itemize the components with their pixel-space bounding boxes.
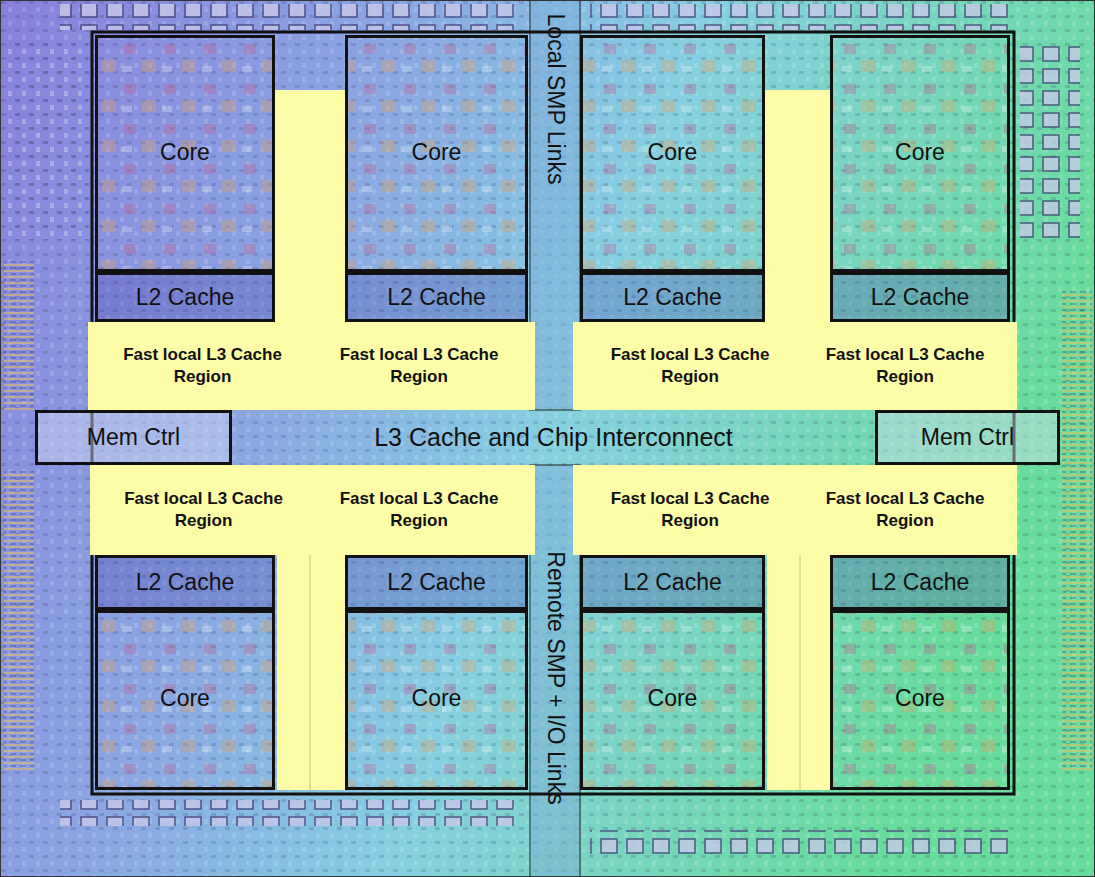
- l3-region: Fast local L3 Cache Region: [303, 322, 535, 410]
- block-label: Mem Ctrl: [921, 424, 1014, 451]
- core-block: Core: [95, 35, 275, 272]
- block-label: Remote SMP + I/O Links: [542, 551, 569, 804]
- l3-region: Fast local L3 Cache Region: [793, 322, 1017, 410]
- memory-controller: Mem Ctrl: [35, 410, 232, 465]
- block-label: Fast local L3 Cache Region: [88, 344, 317, 388]
- interconnect-band: L3 Cache and Chip Interconnect: [232, 410, 875, 465]
- core-block: Core: [95, 610, 275, 790]
- block-label: L2 Cache: [387, 284, 485, 311]
- l2-cache-block: L2 Cache: [580, 272, 765, 322]
- block-label: L2 Cache: [387, 569, 485, 596]
- l3-region: Fast local L3 Cache Region: [793, 465, 1017, 555]
- l3-region: Fast local L3 Cache Region: [573, 465, 807, 555]
- block-label: Core: [895, 685, 945, 712]
- core-block: Core: [345, 610, 528, 790]
- l2-cache-block: L2 Cache: [830, 272, 1010, 322]
- memory-controller: Mem Ctrl: [875, 410, 1060, 465]
- block-label: Core: [412, 685, 462, 712]
- core-block: Core: [580, 35, 765, 272]
- block-label: Core: [160, 139, 210, 166]
- block-label: Core: [895, 139, 945, 166]
- l2-cache-block: L2 Cache: [95, 272, 275, 322]
- core-block: Core: [830, 610, 1010, 790]
- block-label: Local SMP Links: [542, 14, 569, 185]
- link-band: Local SMP Links: [532, 4, 578, 404]
- block-label: L3 Cache and Chip Interconnect: [374, 423, 733, 452]
- core-block: Core: [830, 35, 1010, 272]
- block-label: L2 Cache: [623, 569, 721, 596]
- l2-cache-block: L2 Cache: [830, 555, 1010, 610]
- block-label: Core: [648, 685, 698, 712]
- link-band: Remote SMP + I/O Links: [532, 468, 578, 873]
- block-label: L2 Cache: [871, 284, 969, 311]
- l2-cache-block: L2 Cache: [345, 555, 528, 610]
- block-label: Mem Ctrl: [87, 424, 180, 451]
- block-label: Core: [160, 685, 210, 712]
- l3-region: Fast local L3 Cache Region: [573, 322, 807, 410]
- l2-cache-block: L2 Cache: [580, 555, 765, 610]
- block-label: Fast local L3 Cache Region: [573, 488, 807, 532]
- block-label: Core: [648, 139, 698, 166]
- core-block: Core: [580, 610, 765, 790]
- l3-region: Fast local L3 Cache Region: [90, 465, 317, 555]
- block-label: L2 Cache: [136, 569, 234, 596]
- block-label: L2 Cache: [623, 284, 721, 311]
- l3-region: Fast local L3 Cache Region: [303, 465, 535, 555]
- l2-cache-block: L2 Cache: [95, 555, 275, 610]
- block-label: Fast local L3 Cache Region: [90, 488, 317, 532]
- block-label: L2 Cache: [871, 569, 969, 596]
- l2-cache-block: L2 Cache: [345, 272, 528, 322]
- block-label: Fast local L3 Cache Region: [303, 488, 535, 532]
- block-label: Fast local L3 Cache Region: [303, 344, 535, 388]
- core-block: Core: [345, 35, 528, 272]
- block-label: Fast local L3 Cache Region: [793, 344, 1017, 388]
- block-label: L2 Cache: [136, 284, 234, 311]
- block-label: Core: [412, 139, 462, 166]
- block-label: Fast local L3 Cache Region: [793, 488, 1017, 532]
- block-label: Fast local L3 Cache Region: [573, 344, 807, 388]
- l3-region: Fast local L3 Cache Region: [88, 322, 317, 410]
